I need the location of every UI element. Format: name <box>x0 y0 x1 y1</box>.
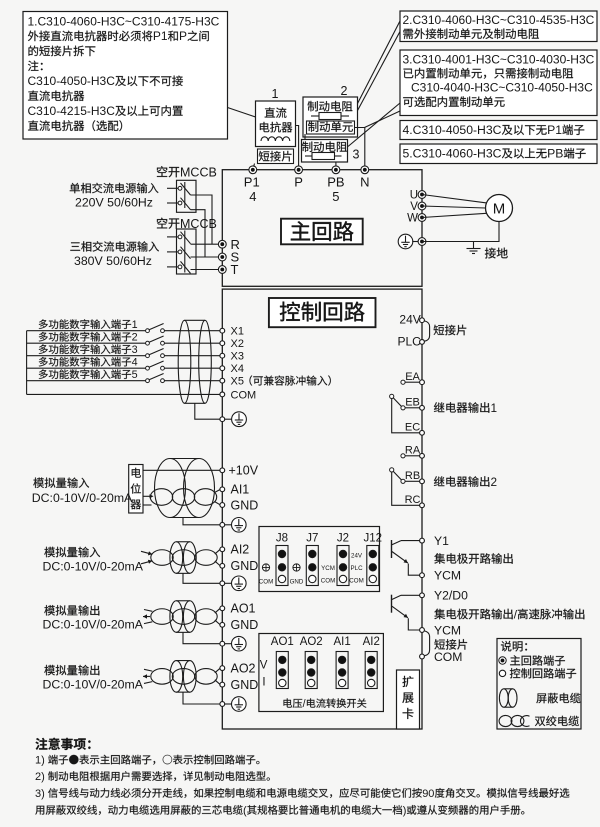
svg-text:S: S <box>231 250 240 265</box>
svg-text:5.C310-4060-H3C: 5.C310-4060-H3C <box>403 147 502 161</box>
svg-text:I: I <box>262 677 265 689</box>
svg-text:YCM: YCM <box>434 569 461 583</box>
svg-text:AO1: AO1 <box>271 636 294 648</box>
svg-text:J2: J2 <box>337 533 349 545</box>
svg-text:): ) <box>403 805 407 817</box>
svg-text:EC: EC <box>405 422 420 434</box>
svg-text:2: 2 <box>341 84 348 98</box>
svg-text:YCM: YCM <box>321 565 335 572</box>
svg-text:PB: PB <box>327 175 344 190</box>
svg-text:X5: X5 <box>231 376 244 388</box>
svg-text:U: U <box>410 190 418 202</box>
svg-text:R: R <box>231 237 240 252</box>
svg-text:P1: P1 <box>244 175 260 190</box>
svg-text:AI2: AI2 <box>363 636 380 648</box>
svg-text:AI1: AI1 <box>334 636 351 648</box>
svg-text:4.C310-4050-H3C: 4.C310-4050-H3C <box>403 123 502 137</box>
svg-text:PLC: PLC <box>398 335 422 349</box>
svg-text:GND: GND <box>231 559 259 573</box>
svg-text:T: T <box>231 262 239 277</box>
svg-text:YCM: YCM <box>434 623 461 637</box>
svg-text:J12: J12 <box>364 533 383 545</box>
svg-text:5: 5 <box>332 189 339 204</box>
svg-text:Y1: Y1 <box>434 534 449 548</box>
svg-text:2.C310-4060-H3C~C310-4535-H3C: 2.C310-4060-H3C~C310-4535-H3C <box>403 13 595 27</box>
svg-text:GND: GND <box>290 579 304 586</box>
svg-text:1.C310-4060-H3C~C310-4175-H3C: 1.C310-4060-H3C~C310-4175-H3C <box>28 14 220 28</box>
svg-text:5: 5 <box>132 369 138 381</box>
svg-text:COM: COM <box>349 578 363 585</box>
svg-text:N: N <box>360 175 369 190</box>
svg-text:V: V <box>260 660 268 672</box>
svg-text:C310-4050-H3C: C310-4050-H3C <box>28 74 116 88</box>
svg-text:GND: GND <box>231 678 259 692</box>
svg-text:(: ( <box>243 805 247 817</box>
svg-text:V: V <box>410 201 418 213</box>
svg-text:2: 2 <box>491 475 498 489</box>
svg-text:P: P <box>179 29 187 43</box>
svg-text:2): 2) <box>35 771 45 783</box>
svg-text:1): 1) <box>35 755 45 767</box>
svg-text:RA: RA <box>405 445 421 457</box>
svg-text:/: / <box>514 607 518 621</box>
svg-text:AO2: AO2 <box>231 661 256 675</box>
svg-text:220V 50/60Hz: 220V 50/60Hz <box>75 195 153 209</box>
svg-text:COM: COM <box>231 389 257 401</box>
svg-text:24V: 24V <box>351 553 363 560</box>
svg-text:AO2: AO2 <box>300 636 323 648</box>
svg-text:C310-4215-H3C: C310-4215-H3C <box>28 104 116 118</box>
svg-text:+10V: +10V <box>229 464 259 478</box>
svg-text:J8: J8 <box>276 533 288 545</box>
svg-text:X3: X3 <box>231 351 244 363</box>
svg-text:24V: 24V <box>399 313 420 327</box>
svg-text:MCCB: MCCB <box>180 217 217 231</box>
svg-text:DC:0-10V/0-20mA: DC:0-10V/0-20mA <box>32 491 133 505</box>
svg-text:M: M <box>493 201 506 218</box>
svg-text:1: 1 <box>272 87 279 101</box>
svg-text:3.C310-4001-H3C~C310-4030-H3C: 3.C310-4001-H3C~C310-4030-H3C <box>403 53 595 67</box>
svg-text:X1: X1 <box>231 326 244 338</box>
svg-text:X2: X2 <box>231 338 244 350</box>
svg-text:RC: RC <box>405 494 421 506</box>
svg-text:EA: EA <box>405 371 420 383</box>
svg-text:EB: EB <box>405 397 420 409</box>
svg-text:AO1: AO1 <box>231 602 256 616</box>
svg-text:/: / <box>303 698 306 710</box>
svg-text:PLC: PLC <box>351 565 364 572</box>
svg-text:4: 4 <box>249 189 256 204</box>
svg-text:GND: GND <box>231 498 259 512</box>
svg-text:P1: P1 <box>153 29 168 43</box>
svg-text:MCCB: MCCB <box>180 165 217 179</box>
svg-text:W: W <box>407 213 418 225</box>
svg-text:DC:0-10V/0-20mA: DC:0-10V/0-20mA <box>43 559 144 573</box>
svg-text:2: 2 <box>132 332 138 344</box>
svg-text:AI1: AI1 <box>231 483 250 497</box>
svg-text:AI2: AI2 <box>231 543 250 557</box>
svg-text:3): 3) <box>35 788 45 800</box>
svg-text:DC:0-10V/0-20mA: DC:0-10V/0-20mA <box>43 677 144 691</box>
svg-text:COM: COM <box>259 579 273 586</box>
svg-text:J7: J7 <box>306 533 318 545</box>
svg-text:C310-4040-H3C~C310-4050-H3C: C310-4040-H3C~C310-4050-H3C <box>411 81 593 95</box>
svg-text:COM: COM <box>434 650 462 664</box>
svg-text:X4: X4 <box>231 363 244 375</box>
svg-text:90: 90 <box>422 788 434 800</box>
svg-text:1: 1 <box>132 319 138 331</box>
svg-text:380V 50/60Hz: 380V 50/60Hz <box>74 254 152 268</box>
svg-text:RB: RB <box>405 470 420 482</box>
svg-text:GND: GND <box>231 618 259 632</box>
svg-text:DC:0-10V/0-20mA: DC:0-10V/0-20mA <box>43 618 144 632</box>
svg-text:COM: COM <box>321 578 335 585</box>
svg-text:Y2/D0: Y2/D0 <box>434 589 468 603</box>
svg-text:PB: PB <box>547 147 563 161</box>
svg-text:P: P <box>294 175 303 190</box>
svg-text:3: 3 <box>353 148 360 162</box>
svg-text:1: 1 <box>491 401 498 415</box>
svg-text:4: 4 <box>132 357 138 369</box>
svg-text:P1: P1 <box>547 123 562 137</box>
svg-text:3: 3 <box>132 344 138 356</box>
